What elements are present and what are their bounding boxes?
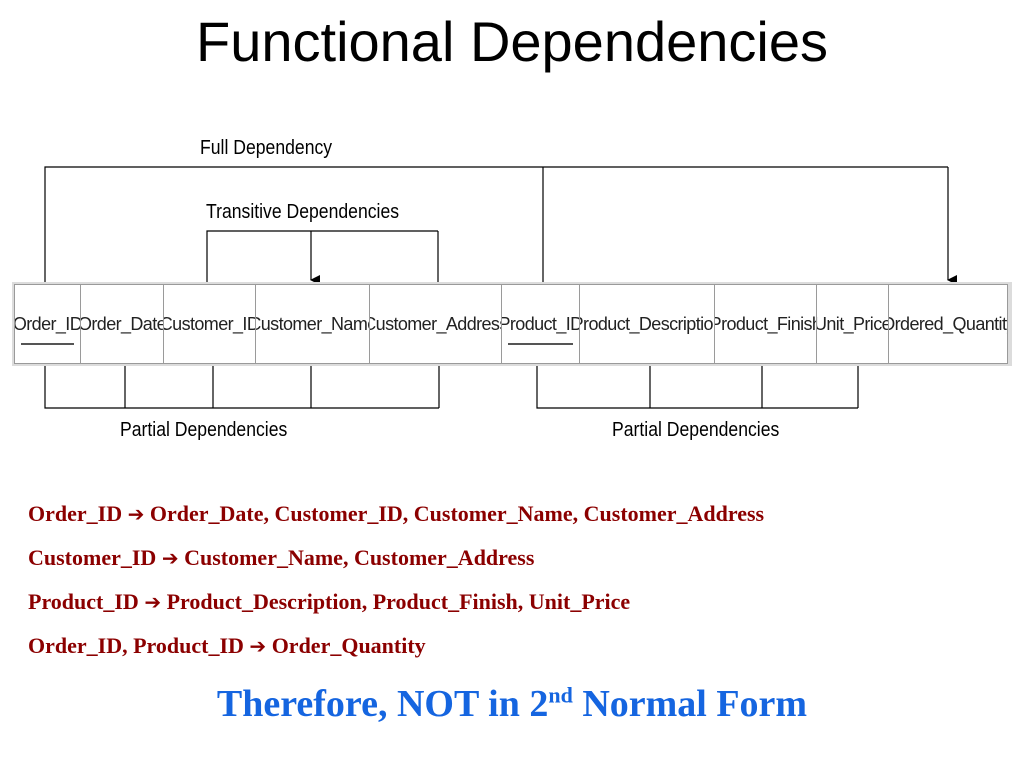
transitive-dependency-bracket (206, 230, 447, 293)
relation-table: Order_IDOrder_DateCustomer_IDCustomer_Na… (14, 284, 1008, 364)
slide-title: Functional Dependencies (196, 10, 828, 73)
dependency-rhs: Order_Date, Customer_ID, Customer_Name, … (149, 501, 765, 526)
conclusion-prefix: Therefore, NOT in 2 (216, 683, 549, 725)
dependency-lhs: Customer_ID (28, 545, 157, 570)
column-customer-id: Customer_ID (164, 285, 256, 363)
dependency-lhs: Order_ID, Product_ID (28, 633, 244, 658)
column-order-date: Order_Date (81, 285, 164, 363)
transitive-dependencies-label: Transitive Dependencies (206, 201, 400, 223)
conclusion-suffix: Normal Form (572, 683, 808, 725)
right-arrow-icon: ➔ (161, 546, 179, 570)
conclusion-superscript: nd (548, 682, 573, 708)
dependency-lhs: Order_ID (28, 501, 123, 526)
dependency-list: Order_ID ➔ Order_Date, Customer_ID, Cust… (28, 492, 1008, 668)
column-customer-address: Customer_Address (370, 285, 502, 363)
column-product-id: Product_ID (502, 285, 580, 363)
full-dependency-label: Full Dependency (200, 137, 333, 159)
partial-dependencies-label-right: Partial Dependencies (612, 419, 780, 441)
partial-dependency-bracket-left (44, 355, 448, 409)
dependency-lhs: Product_ID (28, 589, 139, 614)
partial-dependency-bracket-right (536, 355, 867, 409)
dependency-rhs: Customer_Name, Customer_Address (184, 545, 535, 570)
column-product-finish: Product_Finish (715, 285, 817, 363)
dependency-line: Order_ID, Product_ID ➔ Order_Quantity (28, 624, 1008, 668)
dependency-rhs: Product_Description, Product_Finish, Uni… (166, 589, 631, 614)
full-dependency-bracket (44, 166, 957, 285)
dependency-rhs: Order_Quantity (271, 633, 426, 658)
right-arrow-icon: ➔ (249, 634, 267, 658)
column-unit-price: Unit_Price (817, 285, 889, 363)
column-customer-name: Customer_Name (256, 285, 370, 363)
partial-dependencies-label-left: Partial Dependencies (120, 419, 288, 441)
column-order-id: Order_ID (15, 285, 81, 363)
dependency-line: Product_ID ➔ Product_Description, Produc… (28, 580, 1008, 624)
dependency-line: Order_ID ➔ Order_Date, Customer_ID, Cust… (28, 492, 1008, 536)
right-arrow-icon: ➔ (127, 502, 145, 526)
column-ordered-quantity: Ordered_Quantity (889, 313, 1007, 334)
right-arrow-icon: ➔ (144, 590, 162, 614)
column-product-description: Product_Description (580, 285, 715, 363)
dependency-diagram (44, 166, 957, 409)
dependency-line: Customer_ID ➔ Customer_Name, Customer_Ad… (28, 536, 1008, 580)
conclusion-text: Therefore, NOT in 2nd Normal Form (0, 682, 1024, 726)
